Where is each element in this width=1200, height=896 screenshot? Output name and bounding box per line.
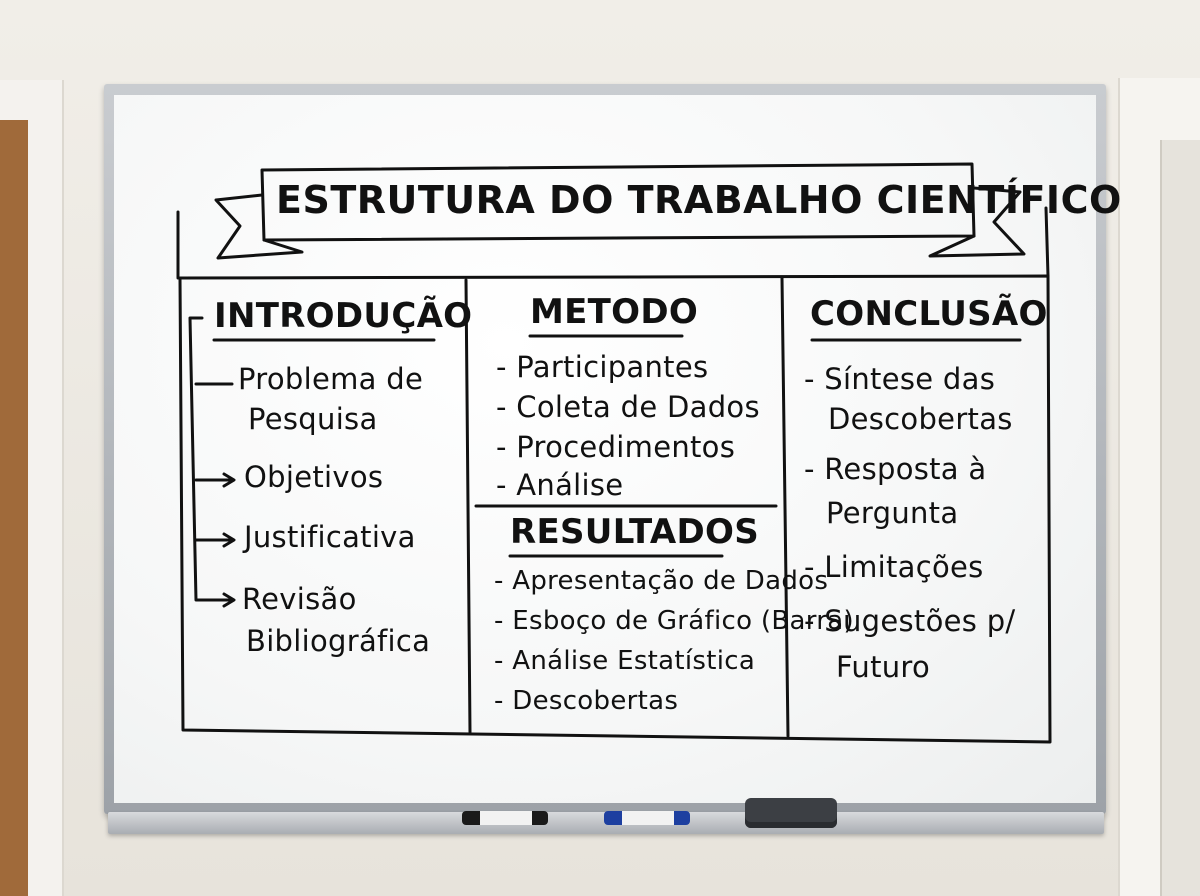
introducao-item: Bibliográfica — [246, 624, 431, 658]
ribbon-left-fold — [214, 193, 304, 260]
resultados-heading: RESULTADOS — [510, 512, 760, 552]
metodo-item: - Análise — [496, 468, 624, 502]
conclusao-item: - Limitações — [804, 550, 984, 584]
board-title: ESTRUTURA DO TRABALHO CIENTÍFICO — [276, 178, 1122, 222]
conclusao-item: Pergunta — [826, 496, 959, 530]
metodo-item: - Participantes — [496, 350, 709, 384]
ribbon-right-fold — [928, 186, 1026, 258]
metodo-item: - Procedimentos — [496, 430, 736, 464]
conclusao-item: Futuro — [836, 650, 931, 684]
whiteboard-surface — [114, 95, 1096, 803]
eraser[interactable] — [745, 798, 837, 828]
conclusao-item: - Síntese das — [804, 362, 996, 396]
doorway-right — [1160, 140, 1200, 896]
black-marker[interactable] — [462, 811, 548, 825]
arrow-revisao — [214, 592, 236, 608]
metodo-item: - Coleta de Dados — [496, 390, 760, 424]
column-divider-1 — [464, 278, 472, 734]
metodo-heading: METODO — [530, 292, 699, 332]
resultados-item: - Esboço de Gráfico (Barra) — [494, 606, 854, 636]
resultados-item: - Descobertas — [494, 686, 679, 716]
header-box — [176, 206, 1050, 280]
arrow-objetivos — [194, 472, 236, 488]
arrow-justificativa — [194, 532, 236, 548]
introducao-item: Pesquisa — [248, 402, 378, 436]
blue-marker[interactable] — [604, 811, 690, 825]
conclusao-heading: CONCLUSÃO — [810, 294, 1048, 334]
introducao-item: Justificativa — [244, 520, 416, 554]
introducao-item: Objetivos — [244, 460, 384, 494]
conclusao-item: - Resposta à — [804, 452, 987, 486]
introducao-heading: INTRODUÇÃO — [214, 296, 473, 336]
door-left — [0, 120, 28, 896]
column-divider-2 — [780, 276, 790, 738]
introducao-item: Problema de — [238, 362, 424, 396]
conclusao-item: Descobertas — [828, 402, 1013, 436]
resultados-item: - Análise Estatística — [494, 646, 756, 676]
introducao-bracket — [188, 316, 218, 602]
introducao-item: Revisão — [242, 582, 357, 616]
resultados-item: - Apresentação de Dados — [494, 566, 829, 596]
table-outline — [178, 274, 1052, 744]
conclusao-item: - Sugestões p/ — [804, 604, 1016, 638]
